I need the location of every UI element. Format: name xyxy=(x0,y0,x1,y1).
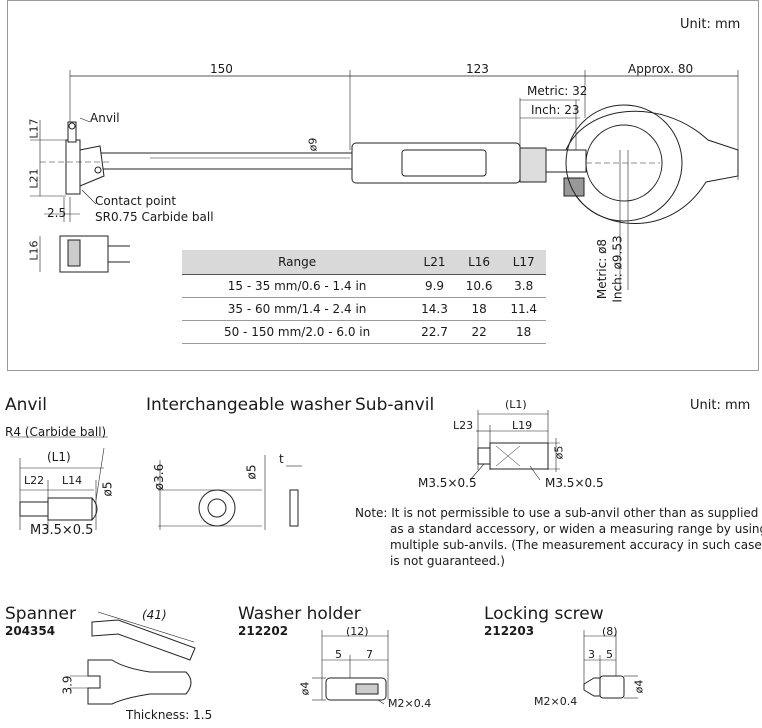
locking-screw-dim3: 3 xyxy=(588,648,595,661)
metric-phi8: Metric: ø8 xyxy=(595,238,610,300)
phi9-label: ø9 xyxy=(306,137,320,152)
anvil-callout: Anvil xyxy=(90,111,120,125)
carbide-ball-label: SR0.75 Carbide ball xyxy=(95,210,214,224)
table-row: 15 - 35 mm/0.6 - 1.4 in 9.9 10.6 3.8 xyxy=(182,274,546,298)
inch-23: Inch: 23 xyxy=(531,103,580,117)
locking-screw-thread: M2×0.4 xyxy=(534,695,578,708)
note-line-3: multiple sub-anvils. (The measurement ac… xyxy=(390,538,762,552)
anvil-l22: L22 xyxy=(24,474,45,487)
washer-holder-dim12: (12) xyxy=(346,625,369,638)
table-header-row: Range L21 L16 L17 xyxy=(182,250,546,275)
note-line-2: as a standard accessory, or widen a meas… xyxy=(390,522,762,536)
contact-point-label: Contact point xyxy=(95,194,177,208)
col-l16: L16 xyxy=(456,250,502,275)
anvil-l14: L14 xyxy=(62,474,83,487)
l16-label: L16 xyxy=(27,240,41,261)
unit-label: Unit: mm xyxy=(680,17,741,32)
dim-123: 123 xyxy=(466,62,489,76)
locking-screw-dim8: (8) xyxy=(602,625,618,638)
anvil-r4: R4 (Carbide ball) xyxy=(5,425,107,439)
washer-t: t xyxy=(279,452,284,466)
washer-holder-title: Washer holder xyxy=(238,604,361,624)
anvil-thread: M3.5×0.5 xyxy=(30,523,94,538)
spanner-code: 204354 xyxy=(5,624,56,638)
locking-screw-dim5: 5 xyxy=(606,648,613,661)
subanvil-thread-right: M3.5×0.5 xyxy=(545,476,604,490)
dim-150: 150 xyxy=(210,62,233,76)
washer-phi5: ø5 xyxy=(244,464,259,480)
subanvil-unit: Unit: mm xyxy=(690,398,751,413)
spanner-title: Spanner xyxy=(5,604,76,624)
inch-phi953: Inch: ø9.53 xyxy=(610,235,625,303)
washer-title: Interchangeable washer xyxy=(146,395,352,415)
washer-holder-code: 212202 xyxy=(238,624,289,638)
spanner-thickness: Thickness: 1.5 xyxy=(126,708,213,722)
subanvil-title: Sub-anvil xyxy=(355,395,435,415)
subanvil-l23: L23 xyxy=(453,419,474,432)
locking-screw-phi4: ø4 xyxy=(632,679,646,694)
anvil-title: Anvil xyxy=(5,395,47,415)
locking-screw-title: Locking screw xyxy=(484,604,604,624)
washer-holder-dim7: 7 xyxy=(366,648,373,661)
subanvil-thread-left: M3.5×0.5 xyxy=(418,476,477,490)
washer-holder-dim5: 5 xyxy=(335,648,342,661)
subanvil-l1: (L1) xyxy=(505,398,527,411)
washer-holder-phi4: ø4 xyxy=(298,681,312,696)
col-l21: L21 xyxy=(412,250,457,275)
anvil-phi5: ø5 xyxy=(100,481,115,497)
table-row: 50 - 150 mm/2.0 - 6.0 in 22.7 22 18 xyxy=(182,320,546,344)
l17-label: L17 xyxy=(27,118,41,139)
col-range: Range xyxy=(182,250,413,275)
note-line-1: Note: It is not permissible to use a sub… xyxy=(355,506,759,520)
washer-phi36: ø3.6 xyxy=(152,463,167,491)
range-table: Range L21 L16 L17 15 - 35 mm/0.6 - 1.4 i… xyxy=(182,250,546,344)
dim-2-5: 2.5 xyxy=(47,206,67,220)
subanvil-l19: L19 xyxy=(512,419,533,432)
washer-holder-thread: M2×0.4 xyxy=(388,697,432,710)
metric-32: Metric: 32 xyxy=(527,84,588,98)
note-line-4: is not guaranteed.) xyxy=(390,554,505,568)
spanner-dim41: (41) xyxy=(142,608,167,622)
anvil-l1: (L1) xyxy=(47,450,71,464)
spanner-dim39: 3.9 xyxy=(60,675,75,695)
l21-label: L21 xyxy=(27,168,41,189)
col-l17: L17 xyxy=(501,250,546,275)
table-row: 35 - 60 mm/1.4 - 2.4 in 14.3 18 11.4 xyxy=(182,297,546,321)
locking-screw-code: 212203 xyxy=(484,624,535,638)
dim-approx80: Approx. 80 xyxy=(628,62,694,76)
subanvil-phi5: ø5 xyxy=(552,445,566,460)
